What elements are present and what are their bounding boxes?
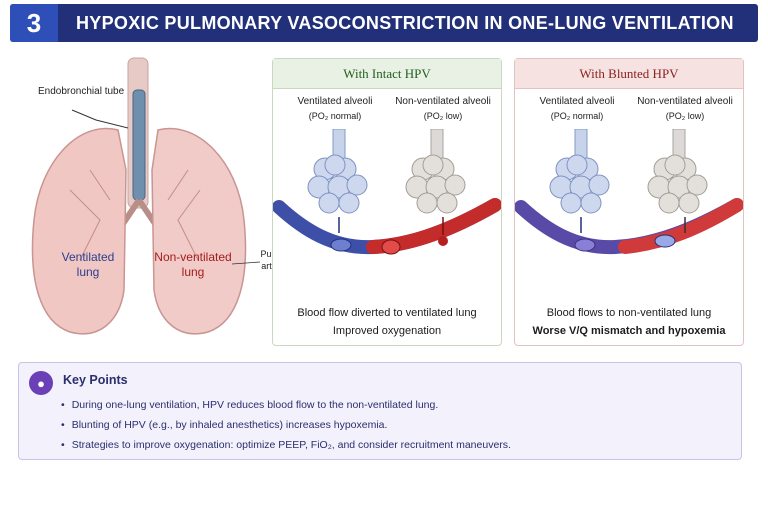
lung-illustration: Endobronchial tube Ventilated lung Non-v… [0,50,270,350]
intact-nonventilated-alveoli-cluster [406,155,465,213]
ventilated-lung-label: Ventilated lung [52,250,124,280]
nonventilated-lung-shape [152,128,246,333]
intact-alveoli-diagram [273,129,501,299]
blunted-ventilated-alveoli-label: Ventilated alveoli [527,95,627,109]
intact-ventilated-alveoli-cluster [308,155,367,213]
blunted-nonventilated-alveoli-heading: Non-ventilated alveoli (PO₂ low) [635,95,735,123]
intact-nonventilated-alveoli-label: Non-ventilated alveoli [393,95,493,109]
blunted-caption-mismatch: Worse V/Q mismatch and hypoxemia [515,325,743,337]
key-points-title: Key Points [63,373,128,387]
blunted-caption-flow: Blood flows to non-ventilated lung [515,307,743,319]
blunted-nonventilated-alveoli-cluster [648,155,707,213]
endobronchial-tube-label: Endobronchial tube [38,86,124,98]
intact-hpv-title: With Intact HPV [273,59,501,89]
key-point-item: Strategies to improve oxygenation: optim… [61,435,511,455]
key-points-list: During one-lung ventilation, HPV reduces… [61,395,511,455]
page-title: HYPOXIC PULMONARY VASOCONSTRICTION IN ON… [76,13,734,34]
key-point-item: Blunting of HPV (e.g., by inhaled anesth… [61,415,511,435]
title-bar: 3 HYPOXIC PULMONARY VASOCONSTRICTION IN … [10,4,758,42]
blunted-ventilated-alveoli-cluster [550,155,609,213]
ventilated-lung-shape [33,128,127,333]
intact-nonventilated-alveoli-heading: Non-ventilated alveoli (PO₂ low) [393,95,493,123]
blunted-hpv-title: With Blunted HPV [515,59,743,89]
intact-po2-normal-label: (PO₂ normal) [285,109,385,123]
blunted-nonventilated-alveoli-label: Non-ventilated alveoli [635,95,735,109]
intact-hpv-panel: With Intact HPV Ventilated alveoli (PO₂ … [272,58,502,346]
blunted-po2-low-label: (PO₂ low) [635,109,735,123]
blunted-alveoli-diagram [515,129,743,299]
lightbulb-icon: ● [29,371,53,395]
blunted-ventilated-alveoli-heading: Ventilated alveoli (PO₂ normal) [527,95,627,123]
intact-po2-low-label: (PO₂ low) [393,109,493,123]
section-number: 3 [10,4,58,42]
key-points-box: ● Key Points During one-lung ventilation… [18,362,742,460]
intact-caption-oxygenation: Improved oxygenation [273,325,501,337]
intact-ventilated-alveoli-label: Ventilated alveoli [285,95,385,109]
blunted-hpv-panel: With Blunted HPV Ventilated alveoli (PO₂… [514,58,744,346]
key-point-item: During one-lung ventilation, HPV reduces… [61,395,511,415]
blunted-po2-normal-label: (PO₂ normal) [527,109,627,123]
intact-caption-flow: Blood flow diverted to ventilated lung [273,307,501,319]
nonventilated-lung-label: Non-ventilated lung [152,250,234,280]
intact-ventilated-alveoli-heading: Ventilated alveoli (PO₂ normal) [285,95,385,123]
